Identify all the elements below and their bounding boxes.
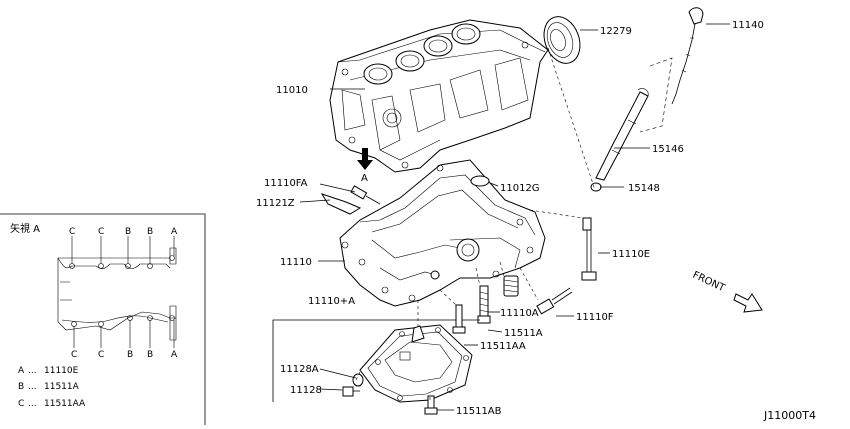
legend-sep-a: ... xyxy=(28,366,37,376)
inset-top-letter-1: C xyxy=(69,227,75,237)
inset-bottom-letter-1: C xyxy=(71,350,77,360)
callout-labels: 12279 11140 11010 15146 11110FA 11012G 1… xyxy=(256,20,764,417)
bracket xyxy=(320,193,362,215)
legend-value-b: 11511A xyxy=(44,382,80,392)
legend-value-a: 11110E xyxy=(44,366,79,376)
legend-key-c: C xyxy=(18,399,24,409)
label-11110fa: 11110FA xyxy=(264,178,308,189)
oil-level-gauge xyxy=(671,7,704,105)
label-11110e: 11110E xyxy=(612,249,650,260)
drain-plug xyxy=(342,386,360,397)
inset-top-letter-3: B xyxy=(125,227,131,237)
inset-bottom-letter-4: B xyxy=(147,350,153,360)
label-11110plusa: 11110+A xyxy=(308,296,355,307)
bolt-11511aa xyxy=(452,304,466,334)
inset-frame xyxy=(0,213,206,425)
inset-top-letter-2: C xyxy=(98,227,104,237)
label-11128a: 11128A xyxy=(280,364,319,375)
label-11511a: 11511A xyxy=(504,328,543,339)
oil-pan-lower xyxy=(359,324,473,403)
legend-sep-b: ... xyxy=(28,382,37,392)
washer xyxy=(352,373,364,387)
legend-sep-c: ... xyxy=(28,399,37,409)
inset-view-a: 矢視 A xyxy=(0,213,206,425)
inset-pan-outline xyxy=(57,236,177,348)
bolt-11511ab xyxy=(424,395,438,415)
front-label: FRONT xyxy=(691,270,727,295)
label-11012g: 11012G xyxy=(500,183,540,194)
leader-lines xyxy=(299,23,730,411)
dashed-leaders xyxy=(355,47,596,400)
inset-top-letter-5: A xyxy=(171,227,178,237)
o-ring xyxy=(590,182,602,192)
inset-bottom-letter-2: C xyxy=(98,350,104,360)
bolt-coil xyxy=(503,275,519,297)
view-arrow-label: A xyxy=(361,173,368,184)
group-bracket xyxy=(272,319,480,402)
label-12279: 12279 xyxy=(600,26,632,37)
label-15148: 15148 xyxy=(628,183,660,194)
legend-key-b: B xyxy=(18,382,24,392)
label-11010: 11010 xyxy=(276,85,308,96)
cylinder-block xyxy=(329,19,549,173)
diagram-code: J11000T4 xyxy=(763,409,816,422)
plug xyxy=(470,175,490,187)
bolt-11110fa xyxy=(350,185,381,205)
label-11110: 11110 xyxy=(280,257,312,268)
inset-bottom-letter-5: A xyxy=(171,350,178,360)
label-15146: 15146 xyxy=(652,144,684,155)
view-arrow: A xyxy=(357,148,373,184)
inset-top-letter-4: B xyxy=(147,227,153,237)
rear-oil-seal xyxy=(543,16,581,64)
legend-key-a: A xyxy=(18,366,25,376)
label-11121z: 11121Z xyxy=(256,198,295,209)
legend-value-c: 11511AA xyxy=(44,399,86,409)
label-11110f: 11110F xyxy=(576,312,614,323)
inset-bottom-letter-3: B xyxy=(127,350,133,360)
label-11511aa: 11511AA xyxy=(480,341,526,352)
inset-title: 矢視 A xyxy=(10,222,40,235)
dipstick-dash-box xyxy=(639,57,673,133)
bolt-11110e xyxy=(581,217,597,281)
label-11140: 11140 xyxy=(732,20,764,31)
label-11128: 11128 xyxy=(290,385,322,396)
bolt-11110f xyxy=(536,287,573,315)
bolt-11110a xyxy=(477,285,491,324)
front-indicator: FRONT xyxy=(691,270,763,313)
oil-gauge-guide xyxy=(595,88,649,181)
inset-legend: A ... 11110E B ... 11511A C ... 11511AA xyxy=(18,366,86,409)
label-11511ab: 11511AB xyxy=(456,406,502,417)
label-11110a: 11110A xyxy=(500,308,539,319)
